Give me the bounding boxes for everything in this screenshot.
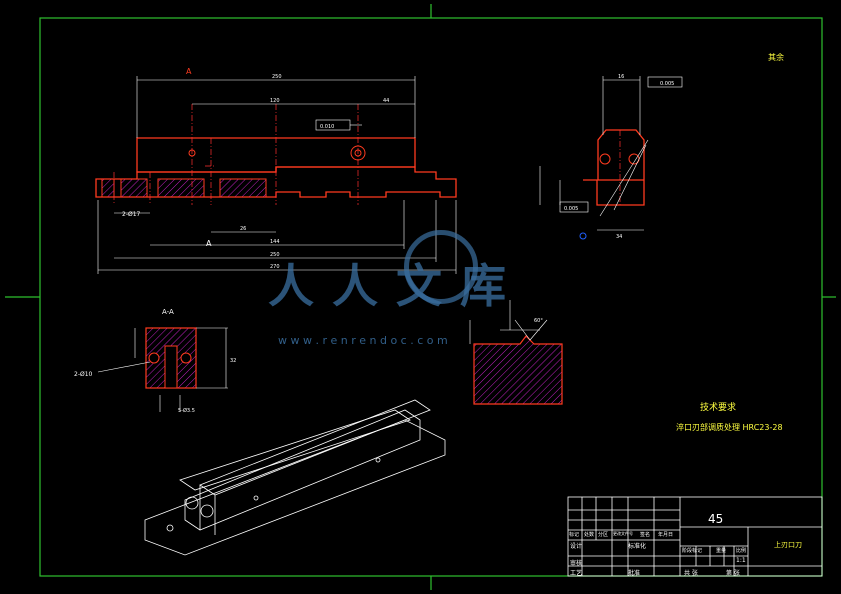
- isometric-view: [144, 399, 446, 556]
- label-standard: 标准化: [628, 543, 647, 550]
- frame: [5, 4, 836, 590]
- dim-bottom-4: 270: [270, 264, 280, 270]
- scale-value: 1:1: [736, 557, 746, 564]
- view-marker-bottom: A: [206, 239, 212, 248]
- row-label-0: 标记: [569, 532, 580, 538]
- tolerance-box-1: 0.010: [320, 124, 334, 130]
- dim-bottom-3: 250: [270, 252, 280, 258]
- hole-note-3: 5-Ø3.5: [178, 407, 195, 414]
- label-process: 工艺: [570, 570, 583, 577]
- row-label-2: 分区: [598, 532, 609, 538]
- dim-bottom-2: 144: [270, 239, 280, 245]
- watermark-url: w w w . r e n r e n d o c . c o m: [278, 334, 448, 347]
- detail-view: 60°: [469, 300, 563, 405]
- dim-side-top: 16: [618, 74, 624, 80]
- dim-top-mid: 120: [270, 98, 280, 104]
- tolerance-box-3: 0.005: [564, 206, 578, 212]
- hole-note-1: 2-Ø17: [122, 211, 141, 218]
- label-stage: 阶段标记: [682, 548, 703, 554]
- label-weight: 重量: [716, 548, 727, 554]
- material-label: 45: [708, 512, 724, 526]
- label-approve: 批准: [628, 570, 641, 577]
- view-marker-top: A: [186, 67, 192, 76]
- dim-top-right: 44: [383, 98, 389, 104]
- part-name: 上刃口刀: [774, 541, 802, 549]
- roughness-label: 其余: [768, 53, 784, 62]
- row-label-3: 更改文件号: [613, 531, 633, 536]
- label-sheet-no: 第 张: [726, 570, 740, 577]
- title-block: [567, 496, 823, 577]
- row-label-5: 年月日: [658, 532, 674, 538]
- section-label: A-A: [162, 308, 174, 316]
- watermark-logo-icon: [404, 230, 478, 304]
- row-label-4: 签名: [640, 532, 651, 538]
- section-aa: A-A 32 2-Ø10 5-Ø3.5: [74, 308, 236, 414]
- dim-section-h: 32: [230, 358, 236, 364]
- dim-top-overall: 250: [272, 74, 282, 80]
- notes-heading: 技术要求: [700, 403, 737, 413]
- front-view: 250 120 44 26 144 250 270 0.010 A A 2-Ø1…: [95, 67, 457, 274]
- dim-angle: 60°: [534, 318, 543, 324]
- dim-bottom-1: 26: [240, 226, 246, 232]
- label-design: 设计: [570, 543, 583, 550]
- side-view: 16 34 0.005 0.005: [539, 74, 683, 240]
- label-ratio: 比例: [736, 548, 747, 554]
- label-review: 审核: [570, 560, 583, 567]
- watermark-text: 人人文库: [268, 259, 524, 313]
- dim-side-width: 34: [616, 234, 622, 240]
- tolerance-box-2: 0.005: [660, 81, 674, 87]
- hole-note-2: 2-Ø10: [74, 371, 93, 378]
- label-sheets: 共 张: [684, 570, 698, 577]
- notes-line-1: 淬口刃部调质处理 HRC23-28: [676, 423, 783, 432]
- row-label-1: 处数: [584, 532, 595, 538]
